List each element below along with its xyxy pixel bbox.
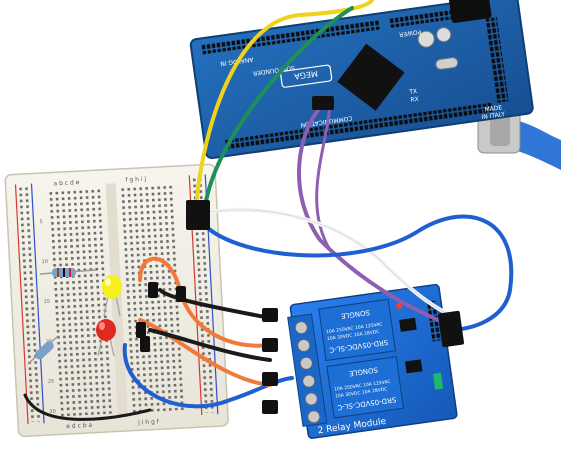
dc-jack	[447, 0, 492, 23]
wire-blue-top	[198, 214, 514, 332]
relay-1: SONGLE 10A 250VAC 10A 125VAC 10A 30VDC 1…	[318, 298, 396, 362]
col-letters-bottom-right: j i h g f	[137, 418, 160, 426]
power-rail-left	[18, 185, 43, 422]
arduino-mega-board: SUNFOUNDER MEGA ANALOG IN POWER COMMUNIC…	[189, 0, 534, 160]
relay-2: SONGLE 10A 250VAC 10A 125VAC 10A 30VDC 1…	[326, 356, 405, 419]
wire-black-1	[158, 288, 272, 320]
row-number: 15	[44, 299, 51, 305]
yellow-led	[102, 275, 122, 317]
power-rail-right	[191, 176, 216, 413]
row-number: 10	[41, 259, 48, 265]
capacitor	[436, 27, 452, 43]
power-header	[388, 8, 460, 29]
screw-terminal-block	[287, 313, 328, 427]
col-letters-top-right: f g h i j	[125, 176, 146, 184]
dupont-connector	[148, 282, 158, 298]
label-power: POWER	[399, 28, 422, 38]
dupont-connector	[437, 310, 465, 348]
resistor-bottom	[27, 335, 59, 365]
dupont-connector	[262, 400, 278, 414]
dupont-connector	[140, 336, 150, 352]
wire-purple-2	[315, 98, 332, 252]
digital-header-bottom	[224, 102, 494, 151]
optocoupler-2	[404, 359, 423, 374]
wire-green	[202, 6, 354, 217]
resistor-top	[39, 268, 97, 277]
made-in-italy-label: IN ITALY	[481, 111, 506, 121]
row-number: 25	[48, 379, 55, 385]
status-led	[396, 302, 403, 309]
dupont-connectors	[136, 96, 465, 414]
board-model-text: MEGA	[293, 69, 318, 81]
col-letters-bottom: e d c b a	[66, 422, 93, 430]
dupont-connector	[186, 200, 210, 230]
terminal-strip-right	[119, 184, 186, 413]
wire-purple	[297, 106, 462, 332]
label-rx: RX	[410, 96, 419, 104]
relay-module: SONGLE 10A 250VAC 10A 125VAC 10A 30VDC 1…	[287, 283, 458, 439]
dupont-connector	[262, 372, 278, 386]
double-header	[484, 17, 509, 103]
made-in-label: MADE	[484, 104, 503, 113]
dupont-connector	[312, 96, 334, 110]
dupont-connector	[262, 338, 278, 352]
row-number: 30	[49, 409, 56, 415]
relay-1-brand: SONGLE	[341, 308, 371, 320]
crystal	[435, 57, 459, 70]
row-number: 5	[39, 219, 42, 225]
red-led	[96, 319, 116, 357]
capacitor	[417, 30, 435, 48]
jumper-jd-vcc	[432, 372, 444, 390]
wire-yellow	[194, 0, 374, 217]
wire-black-2	[148, 328, 272, 362]
optocoupler-1	[399, 317, 417, 332]
digital-header-top	[200, 19, 381, 55]
wire-orange-bottom	[138, 318, 272, 387]
relay-2-brand: SONGLE	[349, 365, 379, 377]
col-letters-top: a b c d e	[53, 179, 80, 187]
atmega-chip	[337, 43, 405, 111]
dupont-connector	[136, 322, 146, 338]
label-tx: TX	[408, 88, 418, 96]
input-header	[426, 300, 443, 342]
wire-black-3	[23, 393, 152, 421]
terminal-strip-left	[47, 187, 114, 417]
dupont-connector	[262, 308, 278, 322]
dupont-connector	[176, 286, 186, 302]
